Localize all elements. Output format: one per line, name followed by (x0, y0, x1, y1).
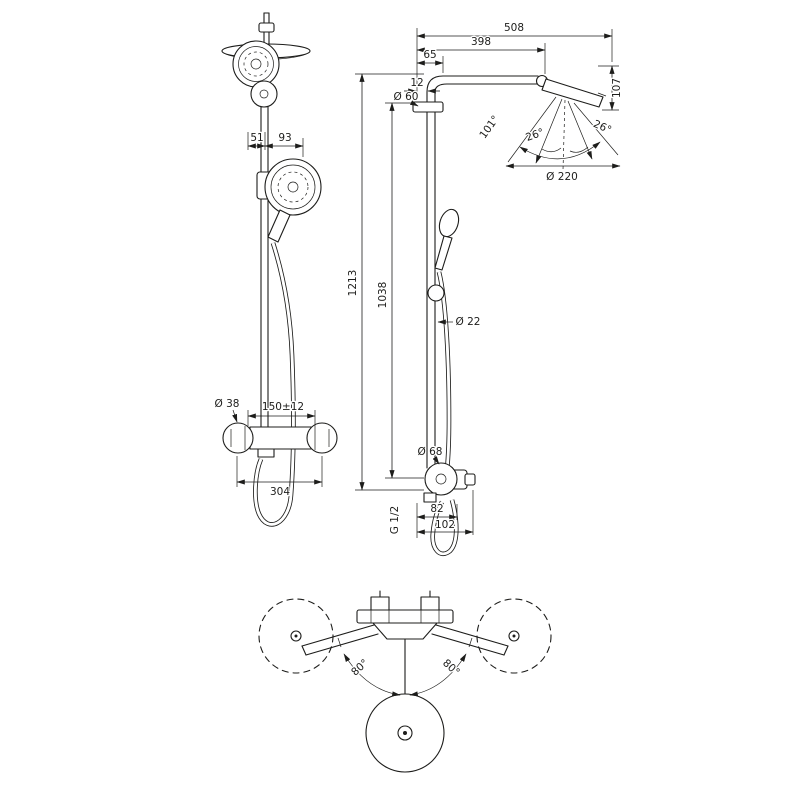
dim-93-label: 93 (278, 132, 291, 144)
swivel-range-right (476, 598, 552, 674)
dim-12-label: 12 (410, 77, 423, 89)
dim-65-label: 65 (423, 49, 436, 61)
shower-pipe-front (260, 56, 269, 428)
angle-101-label: 101° (477, 113, 502, 141)
dim-diameter-60-label: Ø 60 (394, 91, 419, 103)
wall-escutcheon-bottom (365, 693, 445, 773)
dim-1213-label: 1213 (347, 270, 359, 297)
shower-hose-front (253, 242, 296, 527)
dim-107-label: 107 (611, 78, 623, 98)
swivel-range-left (258, 598, 334, 674)
angle-80-left-label: 80° (349, 657, 371, 678)
thermostat-side (423, 462, 476, 557)
plan-view: 80° 80° (258, 590, 552, 773)
dim-51-label: 51 (250, 132, 263, 144)
angle-26-right-label: 26° (591, 118, 613, 137)
thermostat-front (222, 422, 338, 458)
dim-1038-label: 1038 (377, 282, 389, 309)
hand-shower-side (427, 208, 460, 471)
dim-diameter-68-label: Ø 68 (418, 446, 443, 458)
dim-diameter-220-label: Ø 220 (546, 171, 578, 183)
spray-pattern (505, 96, 621, 171)
wall-flange-side (412, 101, 444, 113)
hand-shower-front (256, 158, 322, 243)
thread-g12-label: G 1/2 (389, 506, 401, 534)
overhead-shower-side (535, 74, 607, 108)
angle-80-right-label: 80° (440, 657, 462, 678)
dim-508-label: 508 (504, 22, 524, 34)
side-view: 508 398 65 12 Ø 60 1213 1038 101° 26° 26… (346, 21, 624, 557)
dim-82-label: 82 (430, 503, 443, 515)
thermostat-top (301, 590, 509, 695)
front-view: 51 93 Ø 38 150±12 304 (213, 12, 338, 527)
dim-150-label: 150±12 (262, 401, 304, 413)
front-dimensions: 51 93 Ø 38 150±12 304 (213, 131, 323, 499)
dim-diameter-38-label: Ø 38 (215, 398, 240, 410)
dim-diameter-22-label: Ø 22 (456, 316, 481, 328)
angle-26-left-label: 26° (524, 126, 546, 144)
dim-304-label: 304 (270, 486, 290, 498)
wall-bracket-front (250, 80, 278, 108)
dim-102-label: 102 (435, 519, 455, 531)
overhead-shower-front (221, 12, 311, 88)
dim-398-label: 398 (471, 36, 491, 48)
